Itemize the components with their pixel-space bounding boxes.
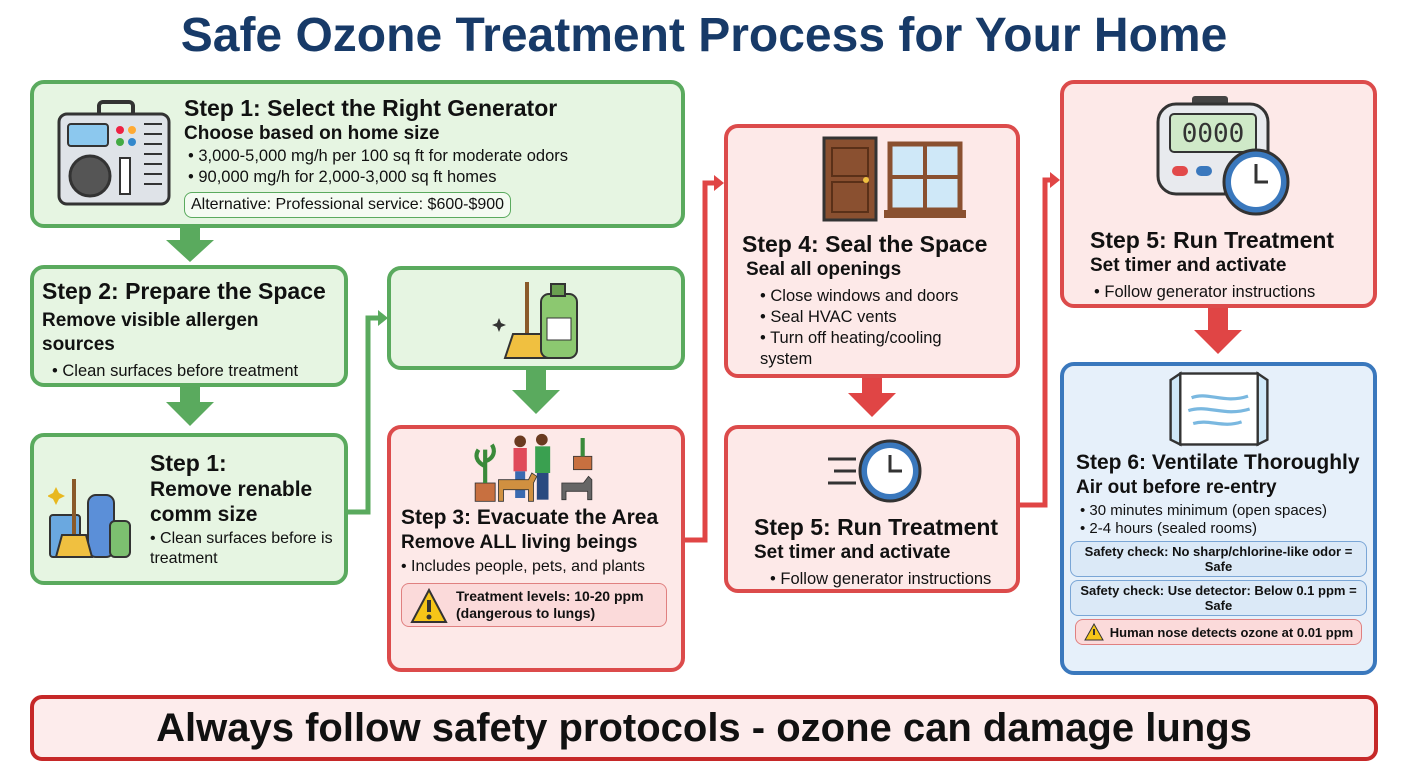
- step5b-card: 0000 Step 5: Run Treatment Set timer and…: [1060, 80, 1377, 308]
- step1b-card: Step 1: Remove renable comm size Clean s…: [30, 433, 348, 585]
- ozone-generator-icon: [57, 100, 171, 206]
- timer-icon: 0000: [1156, 96, 1290, 216]
- step2-card: Step 2: Prepare the Space Remove visible…: [30, 265, 348, 387]
- step4-subheading: Seal all openings: [746, 259, 902, 280]
- page-title: Safe Ozone Treatment Process for Your Ho…: [180, 9, 1228, 62]
- step3-warning-text: Treatment levels: 10-20 ppm (dangerous t…: [456, 588, 644, 621]
- open-window-icon: [1168, 371, 1269, 447]
- step2-subheading: Remove visible allergen sources: [42, 310, 259, 355]
- step6-bullet: 2-4 hours (sealed rooms): [1080, 520, 1367, 538]
- step4-heading: Step 4: Seal the Space: [742, 231, 988, 257]
- people-pets-plants-icon: [474, 433, 593, 502]
- step6-warning-text: Human nose detects ozone at 0.01 ppm: [1109, 624, 1354, 640]
- step3-card: Step 3: Evacuate the Area Remove ALL liv…: [387, 425, 685, 672]
- step6-card: Step 6: Ventilate Thoroughly Air out bef…: [1060, 362, 1377, 675]
- step1-subheading: Choose based on home size: [184, 123, 440, 144]
- cleaning-supplies-icon: [48, 479, 131, 558]
- step1-note: Alternative: Professional service: $600-…: [184, 192, 512, 218]
- step6-bullet: 30 minutes minimum (open spaces): [1080, 502, 1367, 520]
- step1-heading: Step 1: Select the Right Generator: [184, 95, 558, 121]
- safety-check-odor: Safety check: No sharp/chlorine-like odo…: [1070, 541, 1367, 577]
- green-arrows: [166, 228, 560, 426]
- footer-banner: Always follow safety protocols - ozone c…: [30, 695, 1378, 761]
- broom-cleaner-icon: [492, 282, 578, 359]
- step5a-heading: Step 5: Run Treatment: [754, 514, 999, 540]
- step6-heading: Step 6: Ventilate Thoroughly: [1076, 451, 1360, 474]
- cleaning-card: [387, 266, 685, 370]
- step1b-heading: Step 1:: [150, 450, 227, 476]
- step3-heading: Step 3: Evacuate the Area: [401, 506, 659, 529]
- step6-subheading: Air out before re-entry: [1076, 477, 1277, 498]
- step4-bullet: Close windows and doors: [760, 286, 990, 307]
- step4-card: Step 4: Seal the Space Seal all openings…: [724, 124, 1020, 378]
- step3-subheading: Remove ALL living beings: [401, 532, 638, 553]
- step1-bullet: 90,000 mg/h for 2,000-3,000 sq ft homes: [188, 167, 568, 188]
- step1-card: Step 1: Select the Right Generator Choos…: [30, 80, 685, 228]
- step5a-subheading: Set timer and activate: [754, 542, 951, 563]
- timer-display: 0000: [1182, 119, 1245, 149]
- step3-warning: Treatment levels: 10-20 ppm (dangerous t…: [401, 583, 667, 627]
- step5b-subheading: Set timer and activate: [1090, 255, 1287, 276]
- warning-icon: [1083, 623, 1104, 641]
- step1b-bullet: Clean surfaces before is treatment: [150, 529, 336, 569]
- step6-warning: Human nose detects ozone at 0.01 ppm: [1074, 619, 1363, 645]
- step5a-bullet: Follow generator instructions: [770, 569, 998, 590]
- step1b-subheading: Remove renable comm size: [150, 478, 313, 526]
- step4-bullet: Turn off heating/cooling system: [760, 328, 990, 370]
- safety-check-detector: Safety check: Use detector: Below 0.1 pp…: [1070, 580, 1367, 616]
- step5b-bullet: Follow generator instructions: [1094, 282, 1334, 303]
- door-window-icon: [822, 136, 966, 222]
- step2-bullet: Clean surfaces before treatment: [52, 361, 336, 382]
- step1-bullet: 3,000-5,000 mg/h per 100 sq ft for moder…: [188, 146, 568, 167]
- warning-icon: [410, 588, 448, 623]
- clock-icon: [828, 439, 922, 503]
- step5b-heading: Step 5: Run Treatment: [1090, 227, 1335, 253]
- step5a-card: Step 5: Run Treatment Set timer and acti…: [724, 425, 1020, 593]
- step3-bullet: Includes people, pets, and plants: [401, 557, 671, 577]
- step2-heading: Step 2: Prepare the Space: [42, 278, 326, 304]
- step4-bullet: Seal HVAC vents: [760, 307, 990, 328]
